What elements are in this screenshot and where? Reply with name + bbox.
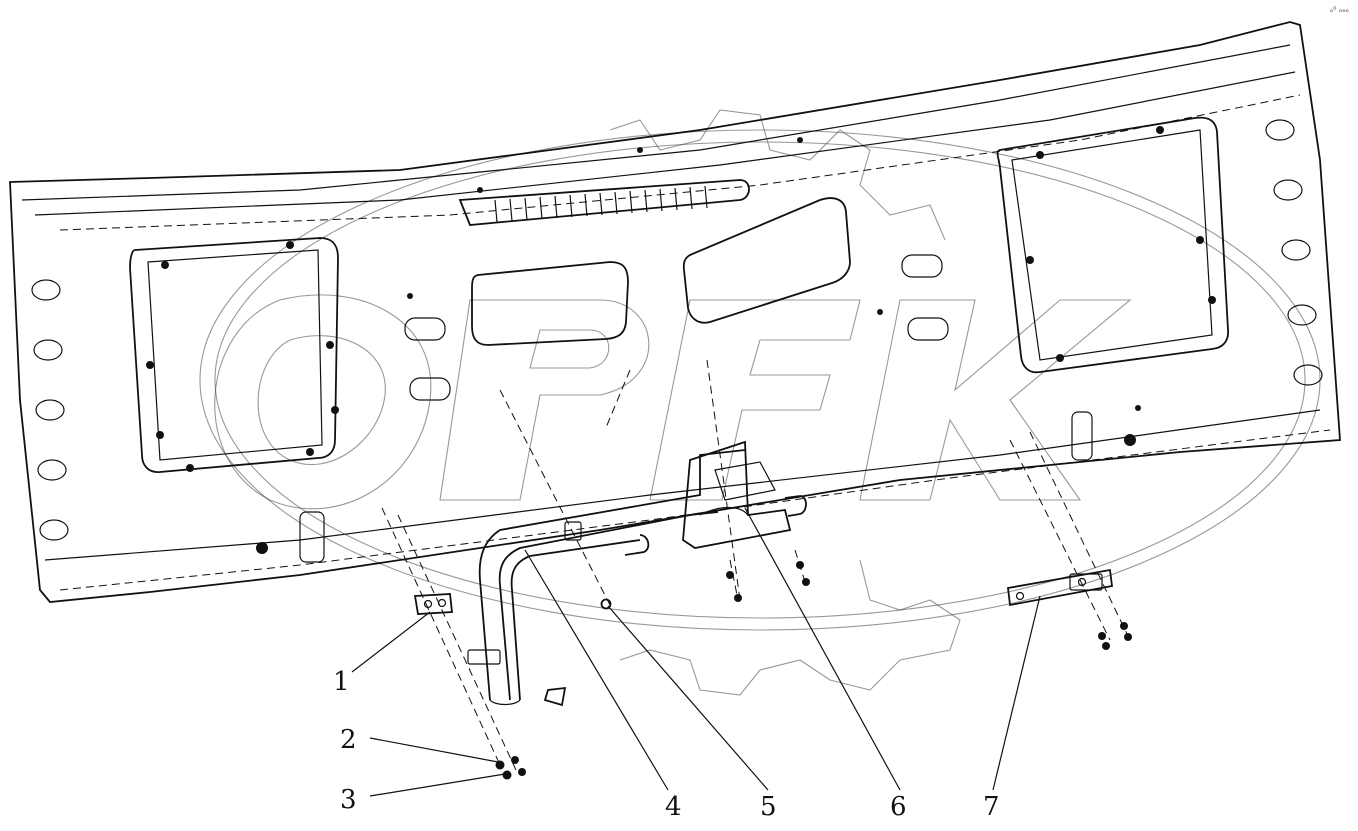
corner-mark: ₒ⁰ ₒₒₒ [1330, 5, 1349, 14]
part-2-3-fasteners [495, 561, 1132, 780]
callout-7: 7 [983, 792, 1000, 822]
part-1-bracket [413, 593, 453, 615]
front-panel [9, 21, 1341, 603]
part-7-bracket [1007, 568, 1113, 607]
edge-notches-right [1265, 119, 1323, 386]
callout-1: 1 [333, 667, 350, 697]
part-6-clamp [682, 440, 807, 549]
assembly-lines [381, 359, 1129, 771]
mounting-holes [146, 126, 1216, 554]
callout-5: 5 [760, 792, 777, 822]
part-4-pipe [467, 449, 746, 707]
edge-notches-left [31, 279, 69, 541]
callout-3: 3 [340, 785, 357, 815]
leader-lines [351, 507, 1041, 797]
watermark-logo [199, 109, 1321, 696]
callout-6: 6 [890, 792, 907, 822]
callout-4: 4 [665, 792, 682, 822]
vent-ribs [494, 185, 708, 223]
callout-2: 2 [340, 725, 357, 755]
part-5-stud [600, 598, 612, 610]
callout-labels: 1 2 3 4 5 6 7 [333, 667, 1000, 822]
